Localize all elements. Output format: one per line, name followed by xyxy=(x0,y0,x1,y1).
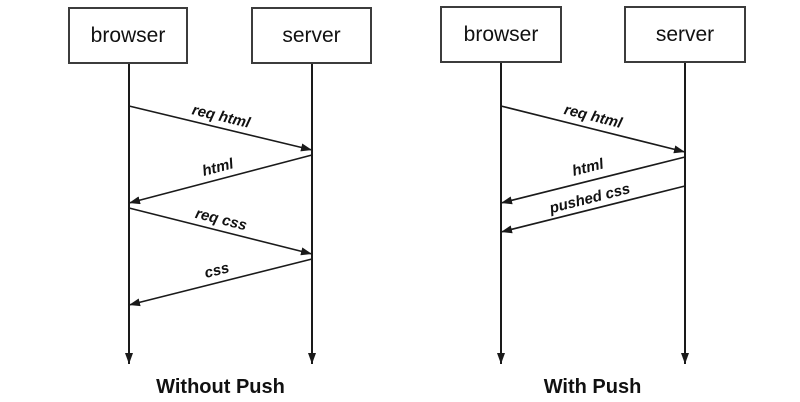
message-label-css: css xyxy=(203,259,231,282)
actor-box-server: server xyxy=(251,7,372,64)
diagram-with-push: req html html pushed css xyxy=(497,63,689,364)
message-label-req-html: req html xyxy=(562,101,624,132)
message-arrow-req-html xyxy=(128,105,313,152)
actor-label: server xyxy=(282,24,341,47)
actor-box-server: server xyxy=(624,6,746,63)
message-label-pushed-css: pushed css xyxy=(547,180,632,217)
actor-label: server xyxy=(655,23,715,46)
message-arrow-css xyxy=(128,258,313,307)
diagram-without-push: req html html req css css xyxy=(125,64,316,364)
actor-box-browser: browser xyxy=(68,7,188,64)
caption-with-push: With Push xyxy=(543,376,642,398)
actor-label: browser xyxy=(90,24,166,47)
message-label-req-css: req css xyxy=(194,205,249,234)
caption-without-push: Without Push xyxy=(156,376,285,398)
message-label-html: html xyxy=(570,155,606,179)
message-arrow-req-css xyxy=(128,207,313,256)
message-arrow-html xyxy=(128,154,313,205)
message-arrow-html xyxy=(500,156,686,205)
message-arrow-pushed-css xyxy=(500,185,686,234)
actor-box-browser: browser xyxy=(440,6,562,63)
message-arrow-req-html xyxy=(500,105,686,154)
actor-label: browser xyxy=(463,23,539,46)
